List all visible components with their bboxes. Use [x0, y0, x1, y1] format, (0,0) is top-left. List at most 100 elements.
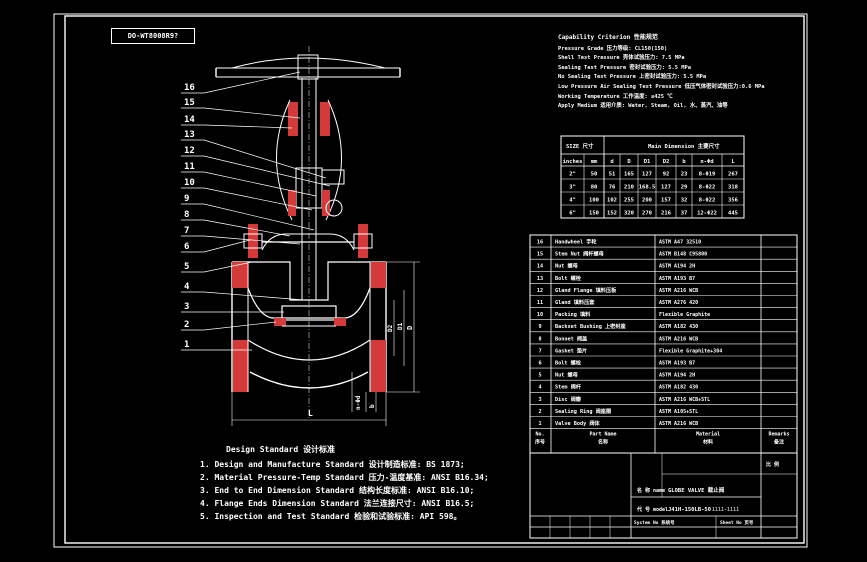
part-number: 16	[537, 240, 543, 246]
criterion-line: Working Temperature 工作温度: ≤425 ℃	[558, 93, 673, 100]
part-name: Sealing Ring 阀座圈	[555, 407, 611, 415]
design-standard-title: Design Standard 设计标准	[226, 445, 336, 454]
inner-frame	[64, 15, 805, 544]
dimtable-cell: 216	[661, 211, 672, 217]
dimtable-cell: 76	[609, 185, 616, 191]
dimtable-cell: 200	[642, 198, 652, 204]
balloon-number: 13	[184, 130, 195, 140]
balloon-number: 7	[184, 226, 189, 236]
dim-label-nd: n-Φd	[355, 395, 362, 410]
part-number: 1	[538, 421, 541, 427]
dimtable-cell: 270	[642, 211, 652, 217]
balloon-number: 1	[184, 340, 189, 350]
dimtable-cell: 165	[624, 172, 634, 178]
dimtable-cell: 267	[728, 172, 738, 178]
parts-header-remarks-cn: 备注	[773, 439, 784, 446]
dimtable-size-label: SIZE 尺寸	[566, 142, 594, 150]
dimtable-header: inches	[563, 159, 583, 165]
dimtable-cell: 320	[624, 211, 634, 217]
part-number: 3	[538, 397, 541, 403]
balloon-leader	[203, 107, 301, 119]
part-material: ASTM A276 420	[659, 300, 698, 306]
balloon-number: 4	[184, 282, 190, 292]
dimtable-cell: 12-Φ22	[697, 211, 717, 217]
dimtable-header: L	[731, 159, 735, 165]
dimtable-cell: 3"	[569, 185, 576, 191]
dimtable-cell: 157	[661, 198, 671, 204]
design-standard-item: 2. Material Pressure-Temp Standard 压力-温度…	[200, 473, 489, 482]
title-code-extra: 1111-1111	[712, 507, 739, 513]
part-name: Bonnet 阀盖	[555, 334, 588, 342]
balloon-number: 11	[184, 162, 195, 172]
dim-label-b: b	[369, 404, 376, 408]
part-material: ASTM A194 2H	[659, 264, 695, 270]
criterion-line: No Sealing Test Pressure 上密封试验压力: 5.5 MP…	[558, 74, 707, 81]
balloon-leader	[203, 203, 315, 231]
dimtable-cell: 50	[591, 172, 598, 178]
balloon-leader	[203, 239, 251, 253]
balloon-leader	[203, 187, 313, 211]
design-standard-notes: Design Standard 设计标准 1. Design and Manuf…	[200, 443, 489, 523]
balloon-leader	[203, 124, 293, 129]
part-material: ASTM A105+STL	[659, 409, 698, 415]
drawing-tag: DO-WT8008R9?	[111, 28, 195, 44]
dimtable-cell: 8-Φ19	[699, 172, 716, 178]
title-scale-label: 比 例	[766, 461, 779, 468]
dimtable-cell: 23	[681, 172, 688, 178]
dim-label-D2: D2	[387, 324, 394, 332]
parts-header-material-cn: 材料	[703, 439, 713, 446]
title-code-label: 代 号 model	[636, 506, 668, 513]
balloon-number: 3	[184, 302, 189, 312]
dimtable-cell: 356	[728, 198, 739, 204]
part-material: ASTM A216 WCB	[659, 288, 698, 294]
part-number: 13	[537, 276, 543, 282]
title-sheet-label: Sheet No 页号	[720, 519, 754, 526]
balloon-leader	[203, 235, 301, 245]
criterion-line: Shell Test Pressure 壳体试验压力: 7.5 MPa	[558, 55, 685, 62]
part-number: 11	[537, 300, 543, 306]
part-name: Stem Nut 阀杆螺母	[555, 250, 604, 258]
part-number: 9	[538, 324, 541, 330]
balloon-number: 9	[184, 194, 189, 204]
dimtable-cell: 127	[661, 185, 671, 191]
dimtable-cell: 80	[591, 185, 598, 191]
part-material: ASTM B148 C95800	[659, 252, 707, 258]
part-number: 14	[537, 264, 543, 270]
part-number: 5	[538, 373, 541, 379]
dim-label-D: D	[406, 326, 414, 330]
dimtable-cell: 51	[609, 172, 616, 178]
dimtable-cell: 2"	[569, 172, 576, 178]
part-material: ASTM A216 WCB+STL	[659, 397, 710, 403]
parts-header-name: Part Name	[589, 432, 616, 438]
dimtable-header: D2	[663, 159, 670, 165]
part-name: Bolt 螺栓	[555, 359, 582, 367]
design-standard-items: 1. Design and Manufacture Standard 设计制造标…	[200, 458, 489, 523]
dim-label-L: L	[308, 409, 313, 418]
title-name-label: 名 称 name	[637, 487, 665, 494]
balloon-number: 2	[184, 320, 189, 330]
parts-header-no-cn: 序号	[534, 439, 545, 446]
balloon-number: 8	[184, 210, 189, 220]
part-material: ASTM A182 430	[659, 324, 698, 330]
dimtable-header: n-Φd	[700, 159, 713, 165]
part-number: 8	[538, 336, 541, 342]
balloon-number: 12	[184, 146, 195, 156]
title-code-value: J41H-150LB-50	[668, 507, 711, 513]
balloon-leader	[203, 139, 327, 179]
balloon-number: 6	[184, 242, 189, 252]
part-number: 2	[538, 409, 541, 415]
part-name: Disc 阀瓣	[555, 395, 582, 403]
dimtable-cell: 102	[607, 198, 617, 204]
balloon-leader	[203, 171, 317, 197]
part-name: Nut 螺母	[555, 371, 578, 379]
dimtable-cell: 6"	[569, 211, 576, 217]
balloon-leader	[203, 291, 305, 301]
design-standard-item: 4. Flange Ends Dimension Standard 法兰连接尺寸…	[200, 499, 475, 508]
part-number: 12	[537, 288, 543, 294]
part-name: Handwheel 手轮	[555, 238, 597, 246]
part-number: 7	[538, 348, 541, 354]
dimtable-cell: 8-Φ22	[699, 185, 716, 191]
capability-criterion: Capability Criterion 性能规范 Pressure Grade…	[558, 33, 764, 112]
